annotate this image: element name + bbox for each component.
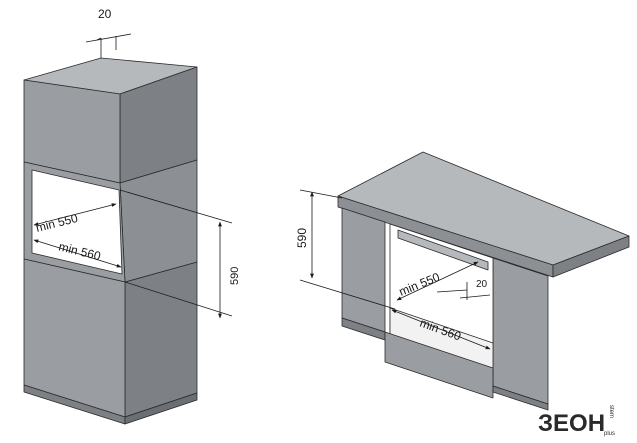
base-niche-back xyxy=(397,229,489,271)
base-cabinet-dimensions xyxy=(299,189,491,350)
brand-logo-sub-text: plus xyxy=(604,431,615,437)
base-plinth-right xyxy=(492,385,549,411)
tall-cabinet xyxy=(23,57,198,425)
tall-cabinet-dimensions xyxy=(33,33,233,319)
tall-cabinet-plinth-side xyxy=(124,392,198,425)
brand-logo: ЗЕОН stem plus xyxy=(538,405,615,437)
worktop-right-edge xyxy=(552,235,630,278)
top-gap-label: 20 xyxy=(98,7,112,21)
brand-logo-side-text: stem xyxy=(608,405,614,418)
base-right-panel xyxy=(492,257,549,405)
right-gap-label: 20 xyxy=(476,279,488,290)
base-left-side xyxy=(341,207,386,333)
brand-logo-mark: ЗЕОН xyxy=(538,410,605,437)
left-height-label: 590 xyxy=(229,267,241,285)
right-height-label: 590 xyxy=(295,228,309,248)
